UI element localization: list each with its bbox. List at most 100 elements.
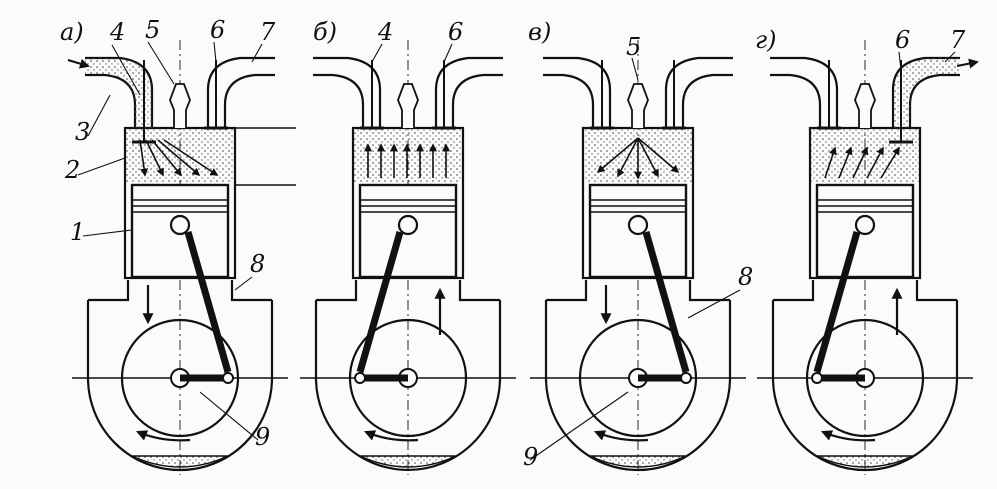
crankcase-wall — [86, 280, 274, 378]
crank-circle — [120, 318, 240, 438]
leader-line — [234, 276, 253, 291]
panel-v: в) 5 8 9 — [523, 18, 753, 475]
piston-pin — [627, 214, 649, 236]
part-label-8: 8 — [738, 263, 753, 291]
part-label-6: 6 — [210, 16, 225, 44]
gas-flow-arrow — [824, 146, 837, 179]
part-label-9: 9 — [523, 443, 538, 471]
piston — [588, 183, 688, 279]
piston-pin — [397, 214, 419, 236]
rotation-arrow — [820, 430, 876, 442]
spark-plug — [169, 83, 191, 128]
leader-line — [111, 44, 141, 96]
connecting-rod — [356, 231, 404, 373]
exhaust-charge — [893, 58, 960, 128]
crankcase-wall — [544, 280, 732, 378]
panel-b: б) 4 6 — [300, 18, 516, 475]
leader-line — [631, 57, 639, 81]
leader-line — [371, 43, 383, 63]
leader-line — [443, 43, 453, 63]
exhaust-port — [206, 56, 275, 128]
leader-line — [147, 41, 175, 85]
part-label-6: 6 — [448, 18, 463, 46]
gas-flow-arrow — [866, 146, 884, 179]
crankcase-wall — [314, 280, 502, 378]
chamber-charge — [811, 129, 919, 183]
part-label-4: 4 — [377, 18, 393, 46]
part-label-1: 1 — [70, 218, 85, 246]
gas-flow-arrow — [617, 137, 639, 178]
leader-line — [944, 51, 956, 63]
connecting-rod — [184, 231, 232, 373]
part-label-7: 7 — [950, 26, 966, 54]
gas-flow-arrow — [880, 146, 900, 179]
panel-letter-v: в) — [528, 18, 551, 46]
spark-plug — [397, 83, 419, 128]
panel-letter-b: б) — [313, 18, 337, 46]
leader-line — [687, 289, 741, 319]
leader-line — [77, 157, 126, 176]
leader-line — [529, 391, 629, 461]
leader-line — [199, 391, 259, 441]
rotation-arrow — [593, 430, 649, 442]
exhaust-flow-arrow — [956, 58, 979, 69]
leader-line — [898, 51, 902, 71]
part-label-4: 4 — [109, 18, 125, 46]
crank-pin — [680, 372, 692, 384]
part-label-7: 7 — [260, 18, 276, 46]
crank-pin — [222, 372, 234, 384]
spark-plug — [627, 83, 649, 128]
panel-g: г) 6 7 — [755, 26, 979, 475]
part-label-2: 2 — [64, 156, 80, 184]
part-label-5: 5 — [626, 33, 641, 61]
gas-flow-arrow — [145, 139, 164, 177]
crankcase-wall — [771, 280, 959, 378]
gas-flow-arrow — [637, 137, 659, 178]
gas-flow-arrow — [157, 139, 201, 177]
leader-line — [251, 43, 263, 63]
part-label-8: 8 — [250, 250, 265, 278]
crank-circle — [348, 318, 468, 438]
exhaust-port — [434, 56, 503, 128]
exhaust-port — [664, 56, 733, 128]
piston-pin — [169, 214, 191, 236]
spark-plug — [854, 83, 876, 128]
crank-circle — [805, 318, 925, 438]
crank-pin — [811, 372, 823, 384]
gas-flow-arrow — [852, 146, 868, 179]
intake-port — [770, 56, 839, 128]
gas-flow-arrow — [151, 139, 183, 177]
part-label-3: 3 — [75, 118, 90, 146]
crank-pin — [354, 372, 366, 384]
gas-flow-arrow — [163, 139, 219, 176]
gas-flow-arrow — [838, 146, 853, 179]
rotation-arrow — [363, 430, 419, 442]
intake-charge — [85, 58, 152, 128]
part-label-6: 6 — [895, 26, 910, 54]
gas-flow-arrow — [139, 139, 149, 177]
piston-pin — [854, 214, 876, 236]
intake-port — [543, 56, 612, 128]
piston — [815, 183, 915, 279]
rotation-arrow — [135, 430, 191, 442]
gas-flow-arrow — [637, 137, 680, 174]
chamber-charge — [354, 129, 462, 183]
gas-flow-arrow — [596, 137, 639, 174]
connecting-rod — [642, 231, 690, 373]
part-label-9: 9 — [255, 423, 270, 451]
panel-letter-g: г) — [755, 26, 777, 54]
connecting-rod — [813, 231, 861, 373]
part-label-5: 5 — [145, 16, 160, 44]
leader-line — [213, 41, 217, 63]
panel-letter-a: а) — [60, 18, 84, 46]
crank-circle — [578, 318, 698, 438]
leader-line — [82, 229, 133, 237]
leader-line — [87, 94, 111, 137]
piston — [130, 183, 230, 279]
piston — [358, 183, 458, 279]
intake-port — [313, 56, 382, 128]
intake-flow-arrow — [67, 58, 90, 69]
